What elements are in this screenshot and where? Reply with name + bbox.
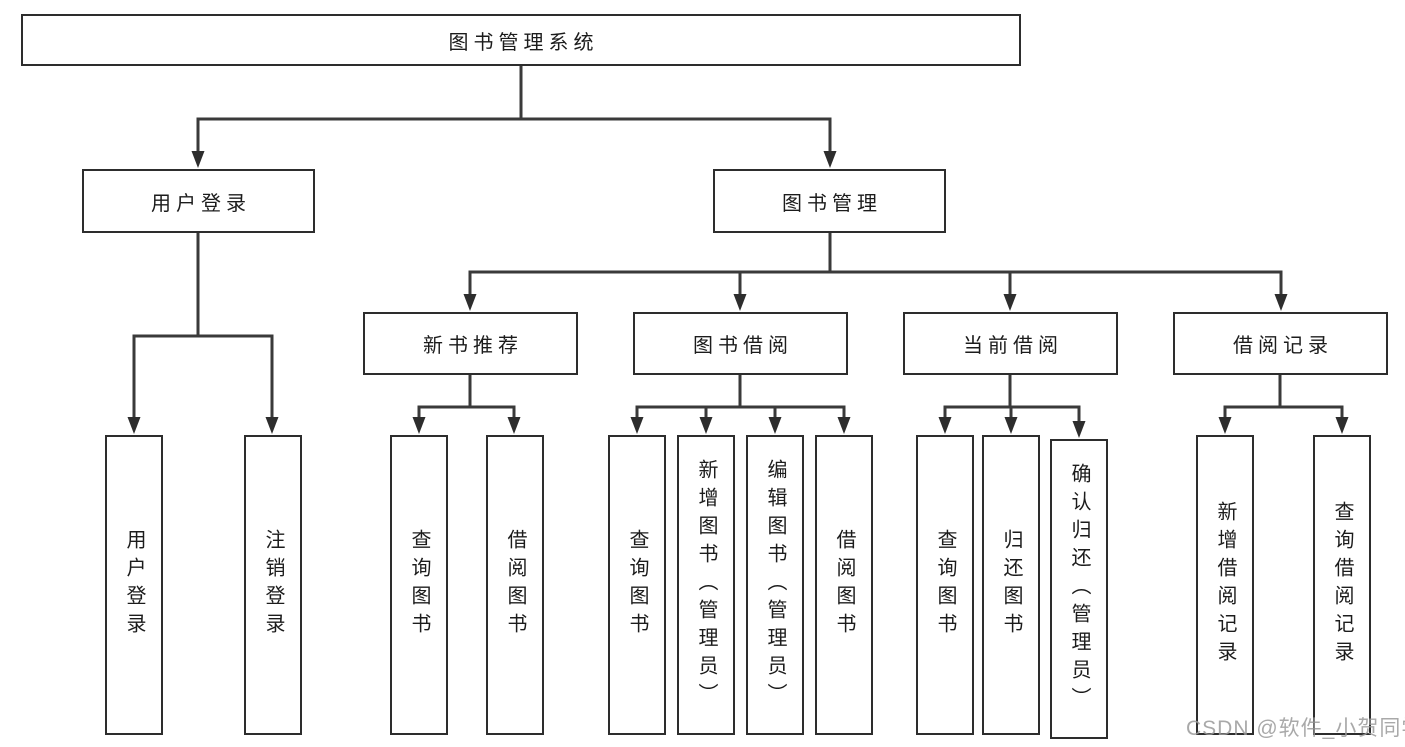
leaf-add-borrow-record: 新增借阅记录 xyxy=(1196,435,1254,735)
leaf-query-books-1: 查询图书 xyxy=(390,435,448,735)
leaf-query-borrow-record-label: 查询借阅记录 xyxy=(1331,501,1353,669)
leaf-confirm-return-admin-label: 确认归还（管理员） xyxy=(1068,463,1090,715)
edge-login-split xyxy=(132,334,274,420)
leaf-return-books: 归还图书 xyxy=(982,435,1040,735)
leaf-query-books-2-label: 查询图书 xyxy=(626,529,648,641)
node-borrow-records-label: 借阅记录 xyxy=(1233,335,1333,357)
leaf-borrow-books-1: 借阅图书 xyxy=(486,435,544,735)
leaf-borrow-books-1-label: 借阅图书 xyxy=(504,529,526,641)
node-book-borrow: 图书借阅 xyxy=(633,312,848,375)
leaf-borrow-books-2-label: 借阅图书 xyxy=(833,529,855,641)
node-book-management: 图书管理 xyxy=(713,169,946,233)
node-user-login: 用户登录 xyxy=(82,169,315,233)
leaf-return-books-label: 归还图书 xyxy=(1000,529,1022,641)
edge-records-split xyxy=(1223,405,1344,420)
leaf-add-book-admin-label: 新增图书（管理员） xyxy=(695,459,717,711)
edge-newbook-split xyxy=(417,405,516,420)
leaf-logout: 注销登录 xyxy=(244,435,302,735)
leaf-confirm-return-admin: 确认归还（管理员） xyxy=(1050,439,1108,739)
leaf-query-books-2: 查询图书 xyxy=(608,435,666,735)
node-book-management-label: 图书管理 xyxy=(782,192,882,215)
node-root: 图书管理系统 xyxy=(21,14,1021,66)
leaf-add-book-admin: 新增图书（管理员） xyxy=(677,435,735,735)
leaf-user-login-label: 用户登录 xyxy=(123,529,145,641)
edge-borrow-split xyxy=(635,405,846,420)
node-new-book-recommend: 新书推荐 xyxy=(363,312,578,375)
leaf-query-books-1-label: 查询图书 xyxy=(408,529,430,641)
leaf-user-login: 用户登录 xyxy=(105,435,163,735)
leaf-add-borrow-record-label: 新增借阅记录 xyxy=(1214,501,1236,669)
node-current-borrow-label: 当前借阅 xyxy=(963,335,1063,357)
leaf-query-books-3-label: 查询图书 xyxy=(934,529,956,641)
node-root-label: 图书管理系统 xyxy=(448,31,599,54)
watermark: CSDN @软件_小贺同学 xyxy=(1186,717,1405,740)
node-new-book-recommend-label: 新书推荐 xyxy=(423,335,523,357)
leaf-edit-book-admin: 编辑图书（管理员） xyxy=(746,435,804,735)
leaf-query-books-3: 查询图书 xyxy=(916,435,974,735)
leaf-query-borrow-record: 查询借阅记录 xyxy=(1313,435,1371,735)
arrowheads xyxy=(127,151,1349,438)
node-borrow-records: 借阅记录 xyxy=(1173,312,1388,375)
node-user-login-label: 用户登录 xyxy=(151,192,251,215)
leaf-edit-book-admin-label: 编辑图书（管理员） xyxy=(764,459,786,711)
edge-level2-split xyxy=(196,117,832,154)
node-book-borrow-label: 图书借阅 xyxy=(693,335,793,357)
leaf-borrow-books-2: 借阅图书 xyxy=(815,435,873,735)
edge-level3-split xyxy=(468,270,1283,297)
leaf-logout-label: 注销登录 xyxy=(262,529,284,641)
node-current-borrow: 当前借阅 xyxy=(903,312,1118,375)
